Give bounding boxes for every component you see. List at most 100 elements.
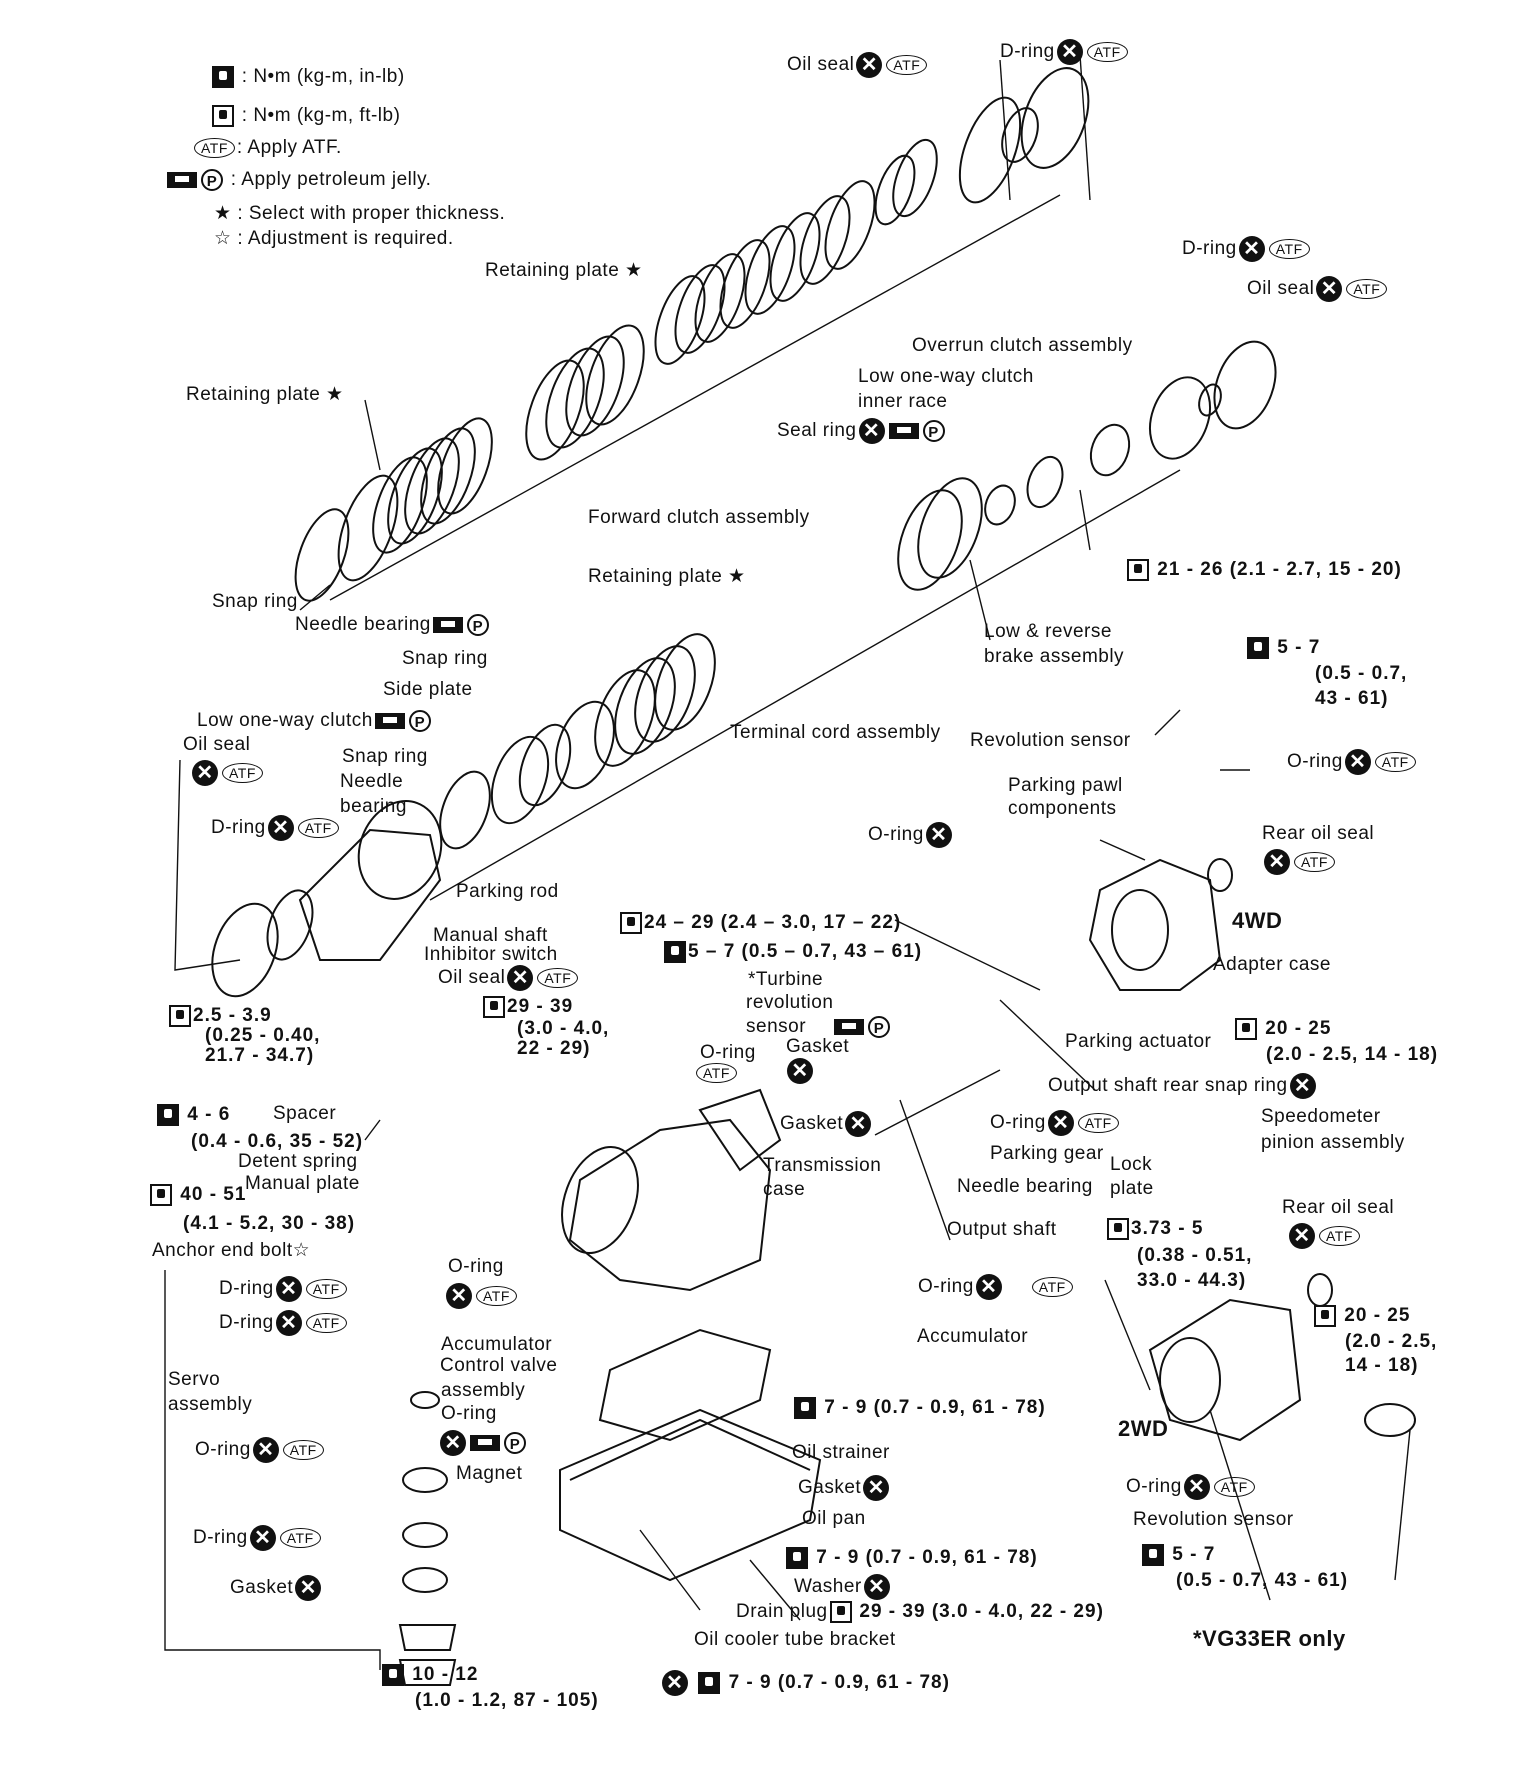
label-parking-actuator: Parking actuator (1065, 1031, 1212, 1052)
label-torque-5-7-b: 5 – 7 (0.5 – 0.7, 43 – 61) (662, 941, 922, 963)
atf-icon: ATF (1086, 42, 1128, 62)
p-circle-icon: P (408, 710, 431, 732)
label-snap-ring-1: Snap ring (212, 591, 298, 612)
label-drain-plug: Drain plug 29 - 39 (3.0 - 4.0, 22 - 29) (736, 1601, 1104, 1623)
label-low-owc-inner-1: Low one-way clutch (858, 366, 1034, 387)
p-circle-icon: P (504, 1432, 526, 1454)
label-forward-clutch: Forward clutch assembly (588, 507, 810, 528)
replace-icon: ✕ (863, 1475, 890, 1501)
torque-in-lb-icon (157, 1104, 179, 1126)
label-torque-40-51-b: (4.1 - 5.2, 30 - 38) (183, 1213, 356, 1234)
atf-icon: ATF (194, 137, 235, 158)
label-torque-5-7-c2: (0.5 - 0.7, 43 - 61) (1176, 1570, 1349, 1591)
label-oil-seal-top: Oil seal✕ATF (787, 52, 929, 78)
label-control-valve-1: Control valve (440, 1355, 558, 1376)
label-manual-shaft: Manual shaft (433, 925, 548, 946)
control-valve-and-pan (559, 1328, 822, 1582)
label-needle-bearing-2b: bearing (340, 796, 407, 817)
label-o-ring-rs: O-ring✕ATF (1126, 1474, 1257, 1500)
legend-torque-in-lb: : N•m (kg-m, in-lb) (210, 66, 405, 88)
label-d-ring-s2: D-ring✕ATF (219, 1310, 349, 1336)
label-overrun-clutch: Overrun clutch assembly (912, 335, 1133, 356)
petroleum-jelly-icon (834, 1019, 865, 1035)
upper-clutch-stack (294, 67, 1090, 602)
label-lock-1: Lock (1110, 1154, 1153, 1175)
torque-ft-lb-icon (150, 1184, 172, 1206)
replace-icon: ✕ (845, 1111, 872, 1137)
label-torque-7-9-b: 7 - 9 (0.7 - 0.9, 61 - 78) (784, 1547, 1038, 1569)
replace-icon: ✕ (507, 965, 534, 991)
star-icon: ★ (625, 260, 643, 281)
label-output-shaft: Output shaft (947, 1219, 1057, 1240)
label-d-ring-s1: D-ring✕ATF (219, 1276, 349, 1302)
label-parking-pawl-1: Parking pawl (1008, 775, 1123, 796)
petroleum-jelly-icon (374, 713, 405, 729)
petroleum-jelly-icon (432, 617, 463, 633)
side-plate (555, 700, 615, 790)
label-torque-10-12: 10 - 12 (380, 1664, 478, 1686)
label-2wd: 2WD (1118, 1416, 1169, 1441)
replace-icon: ✕ (662, 1670, 688, 1696)
atf-icon: ATF (282, 1440, 324, 1460)
replace-icon: ✕ (252, 1437, 279, 1463)
label-revolution-sensor-1: Revolution sensor (970, 730, 1131, 751)
label-torque-7-9-c: ✕ 7 - 9 (0.7 - 0.9, 61 - 78) (660, 1670, 950, 1696)
petroleum-jelly-icon (470, 1435, 500, 1451)
petroleum-jelly-icon (167, 172, 197, 188)
label-parking-gear: Parking gear (990, 1143, 1104, 1164)
atf-icon: ATF (1374, 752, 1416, 772)
torque-in-lb-icon (212, 66, 234, 88)
label-retaining-plate-1: Retaining plate ★ (485, 260, 643, 281)
torque-ft-lb-icon (212, 105, 234, 127)
label-vg33er: *VG33ER only (1193, 1626, 1346, 1651)
p-circle-icon: P (868, 1016, 891, 1038)
replace-icon: ✕ (249, 1525, 276, 1551)
oil-seal-l (211, 902, 279, 998)
label-torque-29-39-a: 29 - 39 (481, 996, 573, 1018)
replace-icon: ✕ (1289, 1073, 1316, 1099)
label-torque-2-5-b: (0.25 - 0.40, (205, 1025, 321, 1046)
label-torque-20-25-a: 20 - 25 (1233, 1018, 1331, 1040)
label-torque-2-5: 2.5 - 3.9 (167, 1005, 272, 1027)
label-output-snap-ring: Output shaft rear snap ring✕ (1048, 1073, 1318, 1099)
label-low-owc-inner-2: inner race (858, 391, 948, 412)
transmission-case (561, 1088, 782, 1292)
torque-ft-lb-icon (620, 912, 642, 934)
torque-in-lb-icon (1247, 637, 1269, 659)
replace-icon: ✕ (1289, 1223, 1315, 1249)
atf-icon: ATF (886, 55, 928, 75)
label-servo-1: Servo (168, 1369, 221, 1390)
label-gasket-pan: Gasket✕ (798, 1475, 891, 1501)
label-anchor-end-bolt: Anchor end bolt☆ (152, 1240, 311, 1261)
label-torque-20-25-b2: (2.0 - 2.5, (1345, 1331, 1438, 1352)
replace-icon: ✕ (925, 822, 952, 848)
replace-icon: ✕ (858, 418, 885, 444)
torque-in-lb-icon (786, 1547, 808, 1569)
atf-icon: ATF (1213, 1477, 1255, 1497)
p-circle-icon: P (201, 169, 223, 191)
label-low-reverse-1: Low & reverse (984, 621, 1112, 642)
atf-icon: ATF (696, 1062, 737, 1083)
legend-select: ★ : Select with proper thickness. (214, 203, 506, 224)
replace-icon: ✕ (1238, 236, 1265, 262)
label-rear-oil-seal-1: Rear oil seal (1262, 823, 1375, 844)
label-oil-seal-r: Oil seal✕ATF (1247, 276, 1389, 302)
atf-icon: ATF (1319, 1226, 1360, 1246)
label-d-ring-servo: D-ring✕ATF (193, 1525, 323, 1551)
atf-icon: ATF (279, 1528, 321, 1548)
atf-icon: ATF (222, 763, 263, 783)
label-low-reverse-2: brake assembly (984, 646, 1125, 667)
replace-icon: ✕ (295, 1575, 322, 1601)
label-torque-3-73-b: (0.38 - 0.51, (1137, 1245, 1253, 1266)
label-o-ring-t-atf: ATF (694, 1062, 739, 1084)
label-manual-plate: Manual plate (245, 1173, 360, 1194)
p-circle-icon: P (922, 420, 945, 442)
replace-icon: ✕ (440, 1430, 466, 1456)
torque-ft-lb-icon (1314, 1305, 1336, 1327)
label-seal-ring: Seal ring✕P (777, 418, 947, 444)
label-rear-oil-seal-2-icons: ✕ATF (1287, 1223, 1362, 1249)
piston (1020, 67, 1090, 169)
